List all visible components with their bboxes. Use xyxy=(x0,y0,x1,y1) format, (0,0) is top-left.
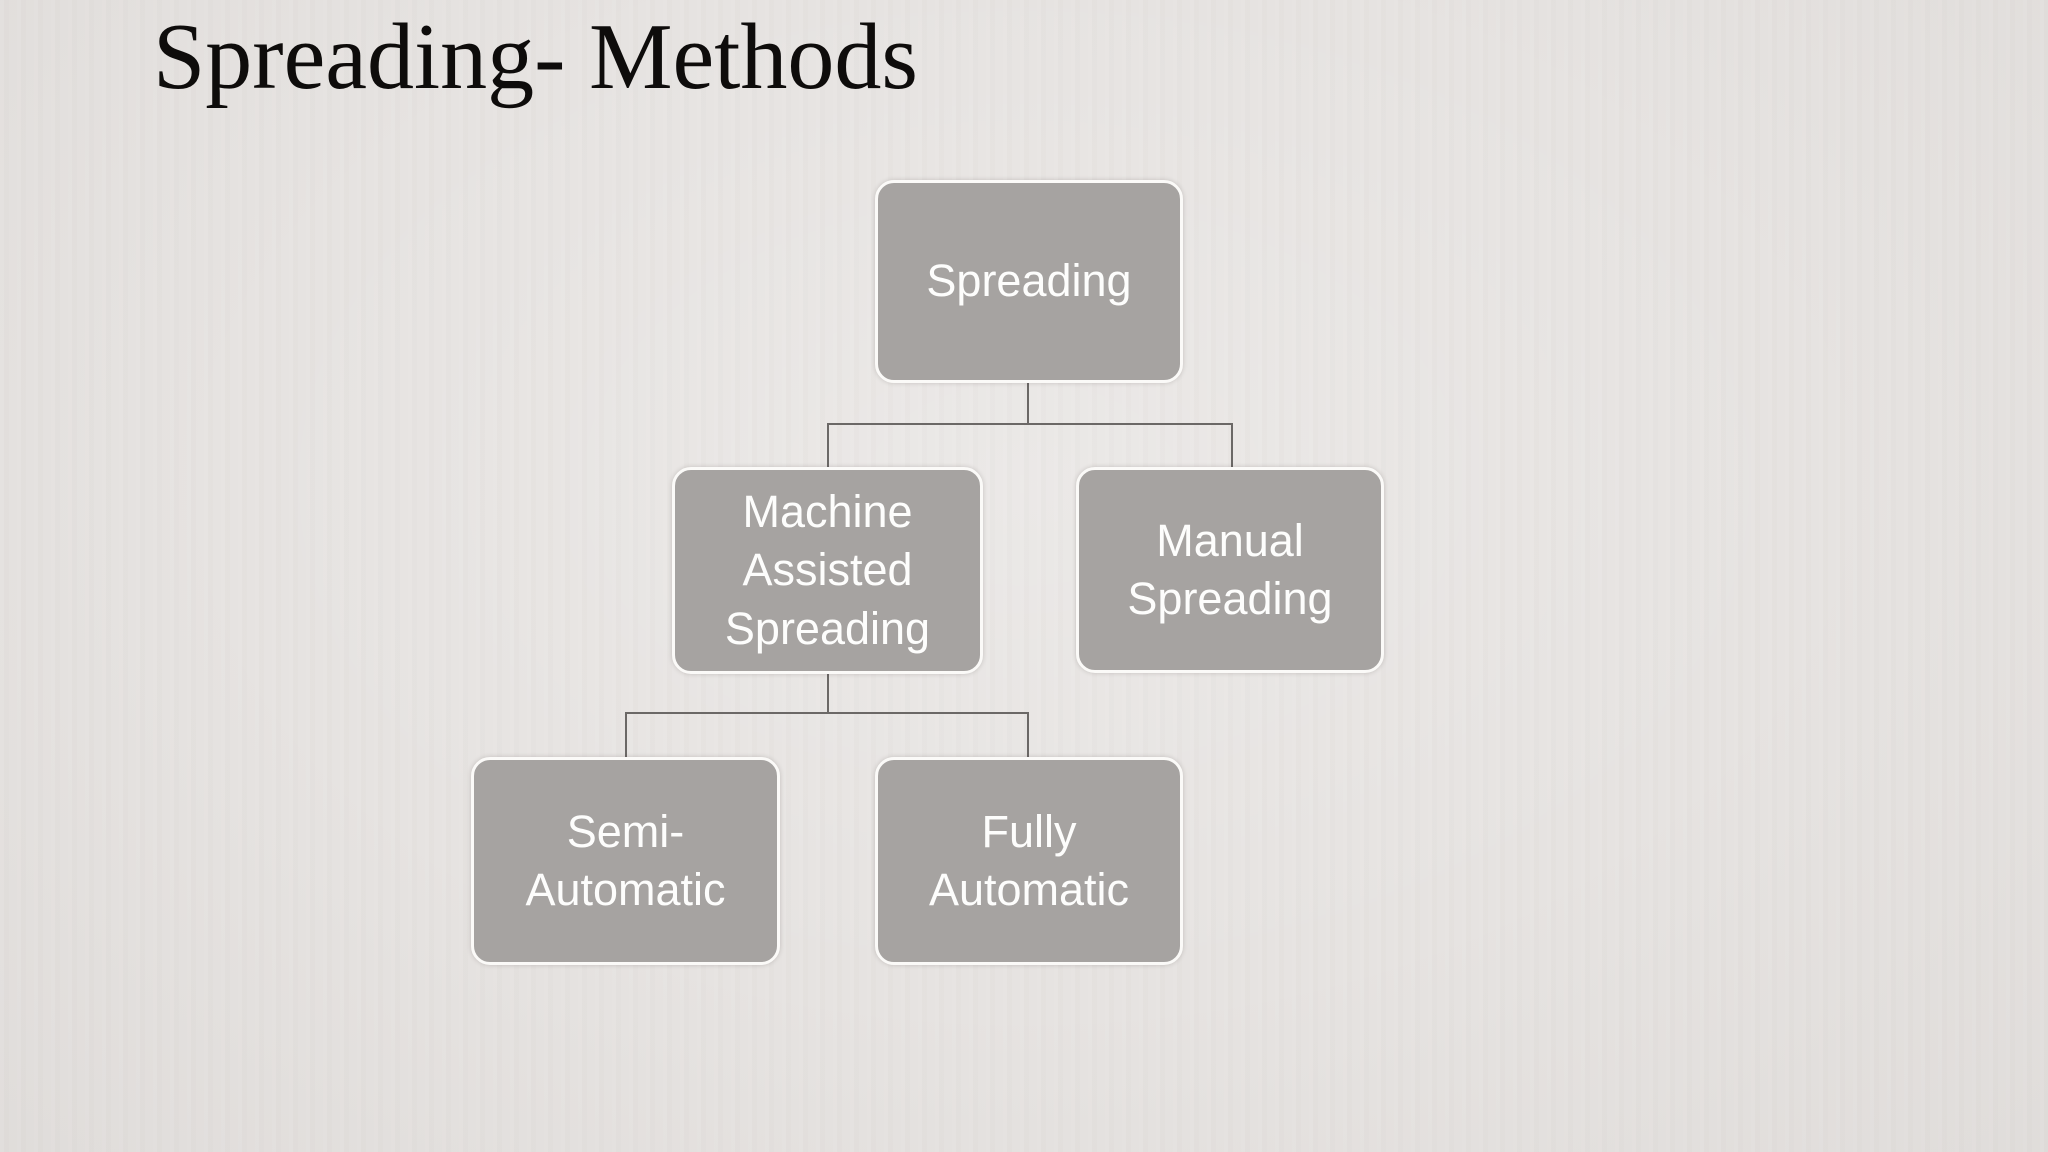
connector-fully-automatic-drop xyxy=(1027,712,1029,759)
node-semi-automatic-label: Semi-Automatic xyxy=(525,805,726,916)
node-fully-automatic: Fully Automatic xyxy=(875,757,1183,965)
connector-root-stem xyxy=(1027,383,1029,425)
node-machine-assisted-spreading-label: Machine Assisted Spreading xyxy=(724,485,931,654)
slide-title: Spreading- Methods xyxy=(153,5,918,109)
node-spreading: Spreading xyxy=(875,180,1183,383)
connector-manual-drop xyxy=(1231,423,1233,469)
node-manual-spreading: Manual Spreading xyxy=(1076,467,1384,673)
connector-semi-automatic-drop xyxy=(625,712,627,759)
node-fully-automatic-label: Fully Automatic xyxy=(928,805,1130,916)
connector-level3-horizontal xyxy=(625,712,1029,714)
connector-level2-horizontal xyxy=(827,423,1233,425)
node-machine-assisted-spreading: Machine Assisted Spreading xyxy=(672,467,983,674)
node-spreading-label: Spreading xyxy=(926,255,1132,307)
connector-machine-assisted-stem xyxy=(827,672,829,714)
node-semi-automatic: Semi-Automatic xyxy=(471,757,780,965)
node-manual-spreading-label: Manual Spreading xyxy=(1127,514,1333,625)
connector-machine-assisted-drop xyxy=(827,423,829,469)
